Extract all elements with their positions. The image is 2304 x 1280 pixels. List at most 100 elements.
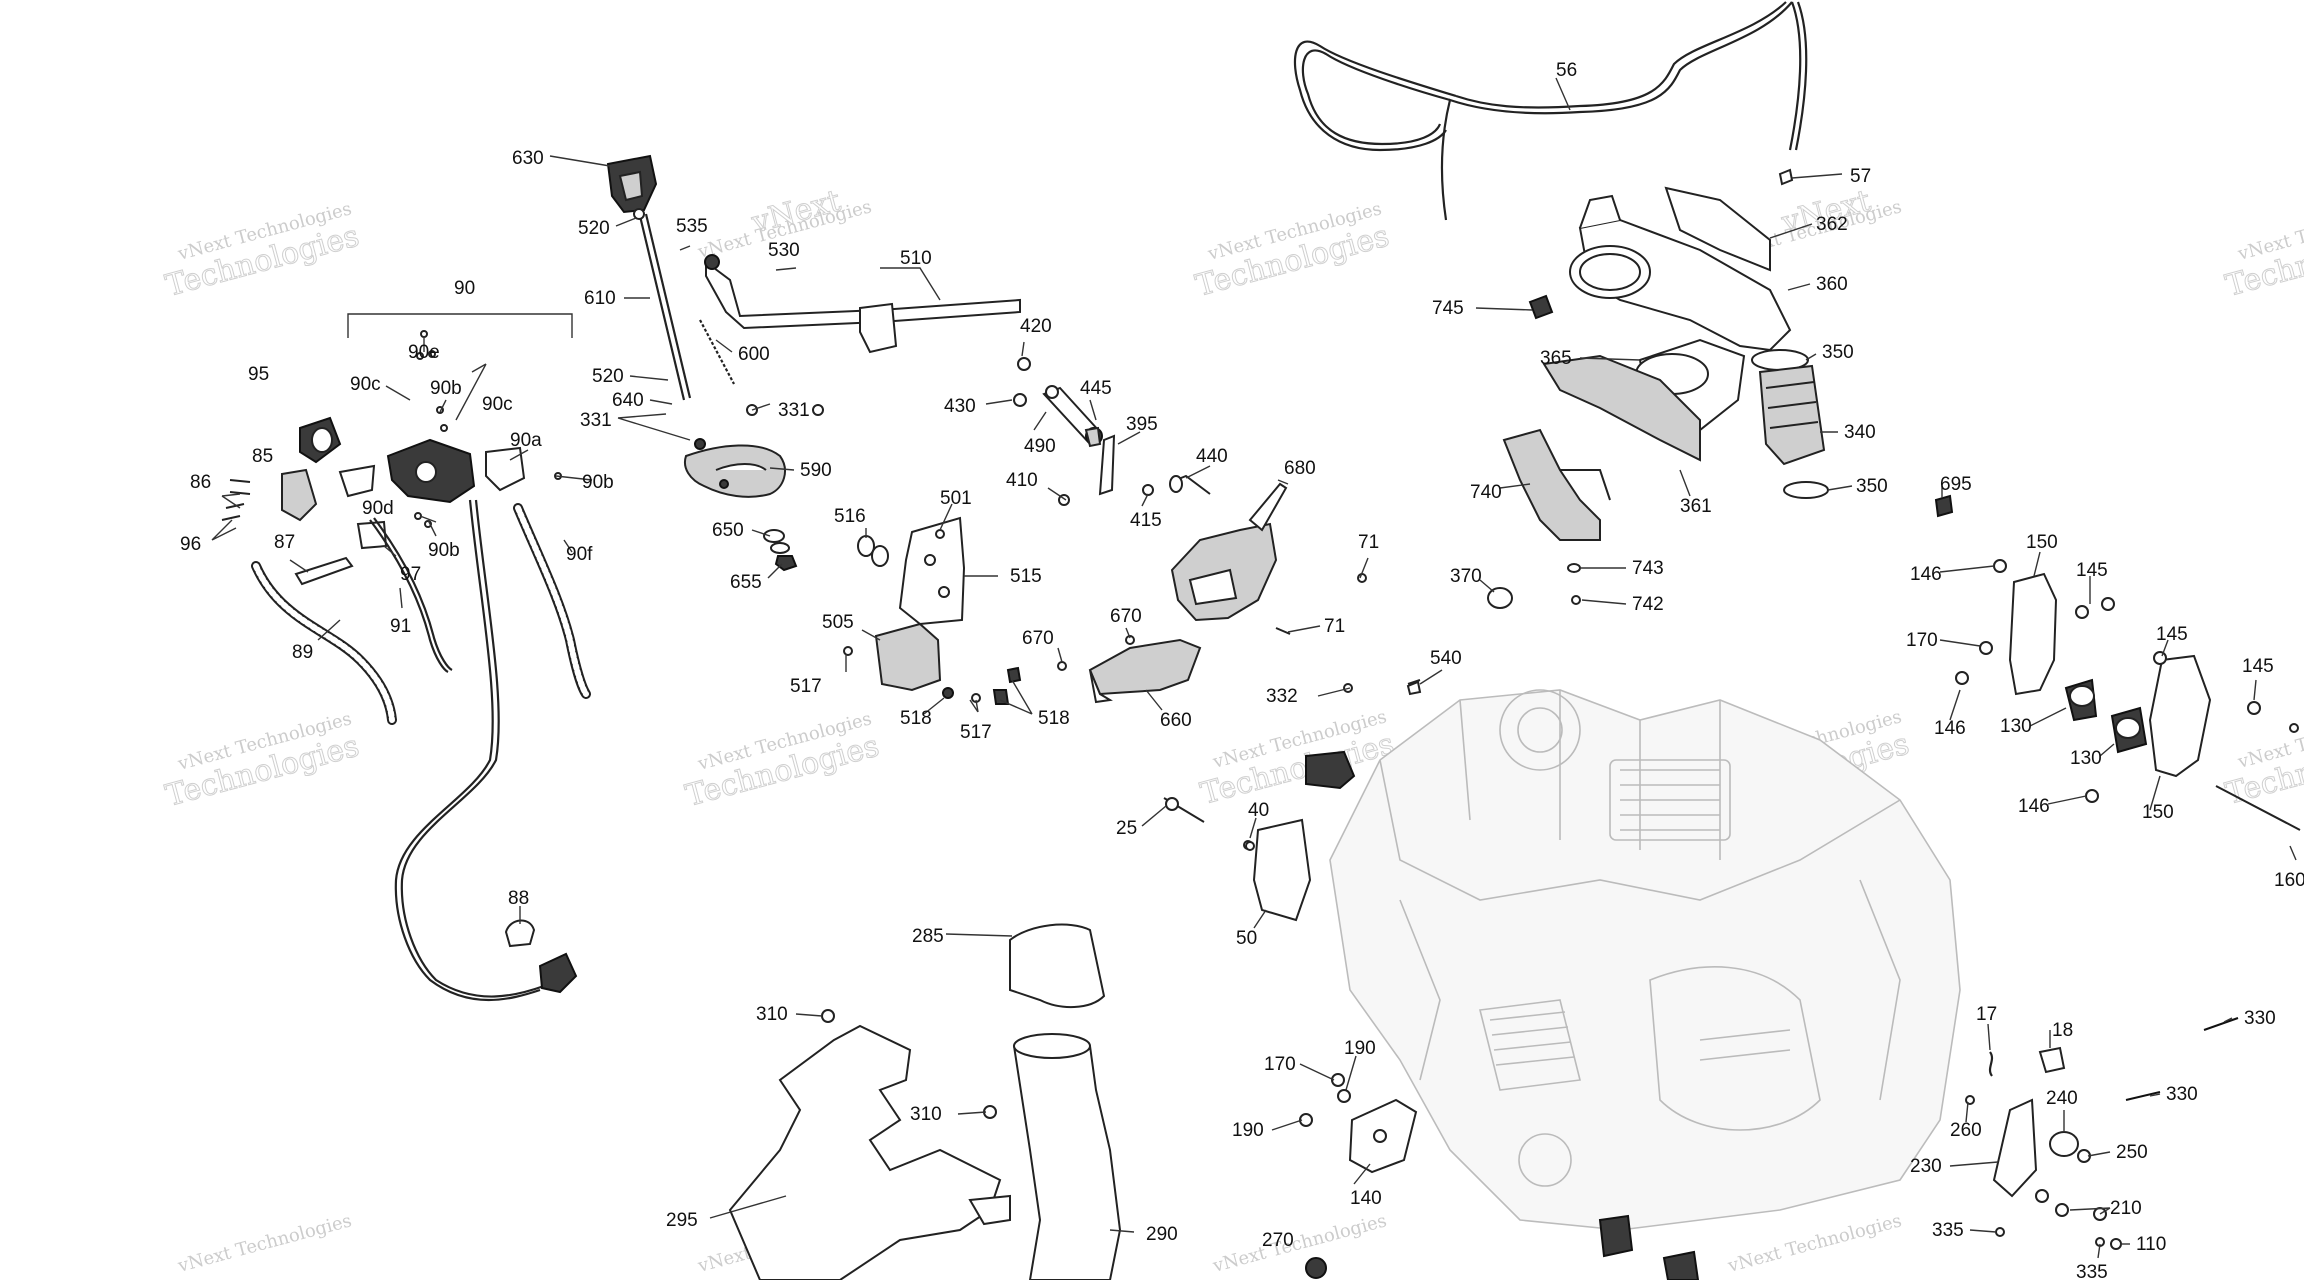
callout-670: 670 — [1110, 606, 1142, 627]
callout-170: 170 — [1906, 630, 1938, 651]
shift-gate — [684, 444, 786, 498]
callout-510: 510 — [900, 248, 932, 269]
shift-rod — [633, 208, 692, 401]
callout-150: 150 — [2142, 802, 2174, 823]
plug-57 — [1778, 168, 1794, 186]
callout-87: 87 — [274, 532, 295, 553]
sensor-connector — [1305, 750, 1356, 790]
callout-71: 71 — [1324, 616, 1345, 637]
callout-518: 518 — [1038, 708, 1070, 729]
callout-110: 110 — [2136, 1234, 2166, 1255]
callout-680: 680 — [1284, 458, 1316, 479]
callout-85: 85 — [252, 446, 273, 467]
cap-695 — [1934, 494, 1954, 518]
corrugated-hose-90f — [513, 503, 591, 699]
gasket-50 — [1245, 818, 1312, 922]
mount-bracket-150-b — [2148, 654, 2212, 778]
callout-90d: 90d — [362, 498, 394, 519]
mount-130-b — [2110, 706, 2148, 754]
callout-515: 515 — [1010, 566, 1042, 587]
callout-695: 695 — [1940, 474, 1972, 495]
callout-370: 370 — [1450, 566, 1482, 587]
callout-210: 210 — [2110, 1198, 2142, 1219]
callout-518: 518 — [900, 708, 932, 729]
callout-90f: 90f — [566, 544, 593, 565]
leader-lines — [211, 77, 2297, 1259]
watermark: vNext Technologies — [1210, 1210, 1389, 1277]
cover-285 — [1009, 923, 1106, 1009]
callout-91: 91 — [390, 616, 411, 637]
callout-130: 130 — [2000, 716, 2032, 737]
callout-145: 145 — [2156, 624, 2188, 645]
callout-535: 535 — [676, 216, 708, 237]
intake-duct-360 — [1569, 194, 1792, 352]
svg-text:vNext Technologies: vNext Technologies — [175, 1210, 354, 1277]
callout-420: 420 — [1020, 316, 1052, 337]
callout-140: 140 — [1350, 1188, 1382, 1209]
callout-630: 630 — [512, 148, 544, 169]
callout-540: 540 — [1430, 648, 1462, 669]
callout-600: 600 — [738, 344, 770, 365]
hose-56 — [1293, 1, 1808, 221]
washer-nut — [763, 529, 798, 572]
watermark: vNext Technologies Technologies — [161, 198, 363, 304]
callout-430: 430 — [944, 396, 976, 417]
bracket-515 — [898, 516, 966, 626]
callout-745: 745 — [1432, 298, 1464, 319]
callout-86: 86 — [190, 472, 211, 493]
callout-517: 517 — [960, 722, 992, 743]
callout-395: 395 — [1126, 414, 1158, 435]
callout-150: 150 — [2026, 532, 2058, 553]
callout-18: 18 — [2052, 1020, 2073, 1041]
callout-90b: 90b — [582, 472, 614, 493]
cable-clamp-88 — [504, 919, 578, 994]
filter-340 — [1758, 364, 1826, 466]
callout-130: 130 — [2070, 748, 2102, 769]
bracket-680 — [1170, 482, 1288, 622]
callout-250: 250 — [2116, 1142, 2148, 1163]
callout-90b: 90b — [428, 540, 460, 561]
bolt-160 — [2215, 785, 2301, 831]
callout-740: 740 — [1470, 482, 1502, 503]
mounts-bottom — [1598, 1214, 1700, 1280]
plate-295 — [728, 1024, 1011, 1280]
bolt-440 — [1169, 474, 1211, 495]
callout-743: 743 — [1632, 558, 1664, 579]
callout-260: 260 — [1950, 1120, 1982, 1141]
callout-440: 440 — [1196, 446, 1228, 467]
callout-332: 332 — [1266, 686, 1298, 707]
callout-361: 361 — [1680, 496, 1712, 517]
watermark: vNext Technologies Technologies — [161, 708, 363, 814]
lever-linkage — [1042, 385, 1103, 448]
callout-610: 610 — [584, 288, 616, 309]
callout-40: 40 — [1248, 800, 1269, 821]
duct-290 — [1012, 1033, 1122, 1280]
callout-742: 742 — [1632, 594, 1664, 615]
callout-146: 146 — [2018, 796, 2050, 817]
callout-590: 590 — [800, 460, 832, 481]
watermark: vNext Technologies Technologies — [2221, 198, 2304, 304]
callout-146: 146 — [1934, 718, 1966, 739]
callout-520: 520 — [578, 218, 610, 239]
callout-335: 335 — [1932, 1220, 1964, 1241]
callout-88: 88 — [508, 888, 529, 909]
fitting-540 — [1407, 679, 1421, 685]
actuator-85 — [281, 468, 318, 522]
callout-145: 145 — [2242, 656, 2274, 677]
callout-335: 335 — [2076, 1262, 2108, 1280]
fasteners-210-110 — [1965, 1095, 2122, 1250]
mount-bracket-150-a — [2008, 572, 2058, 696]
callout-285: 285 — [912, 926, 944, 947]
callout-360: 360 — [1816, 274, 1848, 295]
callout-505: 505 — [822, 612, 854, 633]
callout-670: 670 — [1022, 628, 1054, 649]
callout-71: 71 — [1358, 532, 1379, 553]
callout-415: 415 — [1130, 510, 1162, 531]
callout-170: 170 — [1264, 1054, 1296, 1075]
callout-146: 146 — [1910, 564, 1942, 585]
callout-190: 190 — [1344, 1038, 1376, 1059]
bracket-740 — [1502, 428, 1611, 541]
callout-25: 25 — [1116, 818, 1137, 839]
callout-90e: 90e — [408, 342, 440, 363]
watermark: vNext Technologies — [175, 1210, 354, 1277]
